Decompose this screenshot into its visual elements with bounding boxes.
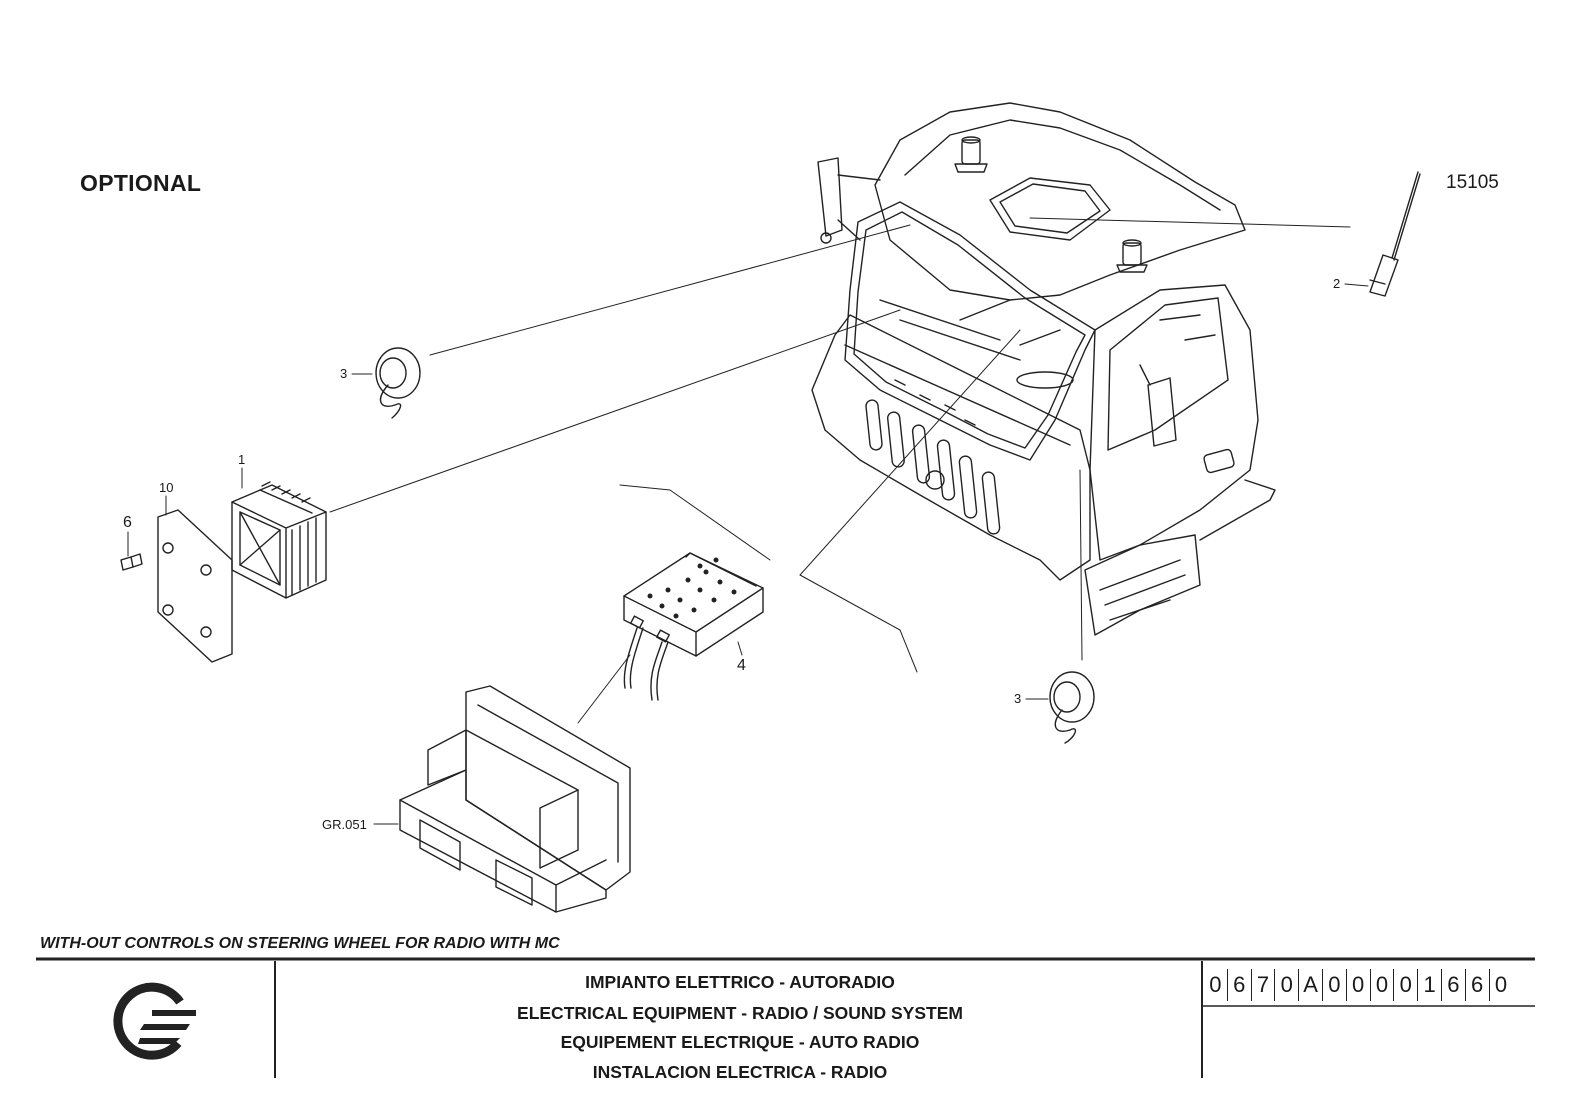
radio-unit-part [399,685,631,913]
connector-part [623,552,764,701]
truck-cab [811,102,1276,636]
code-char: 0 [1275,969,1300,1001]
screw-part [120,553,143,571]
antenna-part [1369,171,1421,297]
code-char: A [1299,969,1323,1001]
drawing-number: 15105 [1446,172,1499,193]
code-char: 0 [1204,969,1228,1001]
code-char: 0 [1371,969,1395,1001]
leader-lines [127,217,1369,825]
code-char: 1 [1418,969,1442,1001]
code-char: 6 [1442,969,1466,1001]
code-char: 0 [1494,972,1508,997]
title-line-english: ELECTRICAL EQUIPMENT - RADIO / SOUND SYS… [517,1003,963,1023]
brand-logo-icon [113,982,196,1060]
title-line-french: EQUIPEMENT ELECTRIQUE - AUTO RADIO [560,1032,920,1052]
code-char: 0 [1394,969,1419,1001]
callout-3-lower: 3 [1014,691,1022,706]
diagram-subtitle: WITH-OUT CONTROLS ON STEERING WHEEL FOR … [40,935,560,952]
code-char: 0 [1347,969,1371,1001]
callout-10: 10 [159,480,174,495]
speaker-part-lower [1049,671,1095,744]
callout-gr051: GR.051 [322,817,367,832]
code-char: 7 [1252,969,1276,1001]
callout-2: 2 [1333,276,1341,291]
code-char: 6 [1228,969,1252,1001]
title-line-italian: IMPIANTO ELETTRICO - AUTORADIO [585,972,895,992]
callout-3-upper: 3 [340,366,348,381]
title-line-spanish: INSTALACION ELECTRICA - RADIO [592,1062,888,1082]
amplifier-part [231,481,327,599]
speaker-part-upper [375,347,421,419]
title-block-frame [36,957,1535,1078]
callout-6: 6 [123,514,132,531]
part-code: 0 6 7 0 A 0 0 0 0 1 6 6 0 [1204,969,1512,1003]
code-char: 6 [1466,969,1490,1001]
code-char: 0 [1323,969,1347,1001]
optional-label: OPTIONAL [80,170,202,196]
callout-4: 4 [737,657,746,674]
mounting-plate-part [157,509,233,663]
callout-1: 1 [238,452,246,467]
